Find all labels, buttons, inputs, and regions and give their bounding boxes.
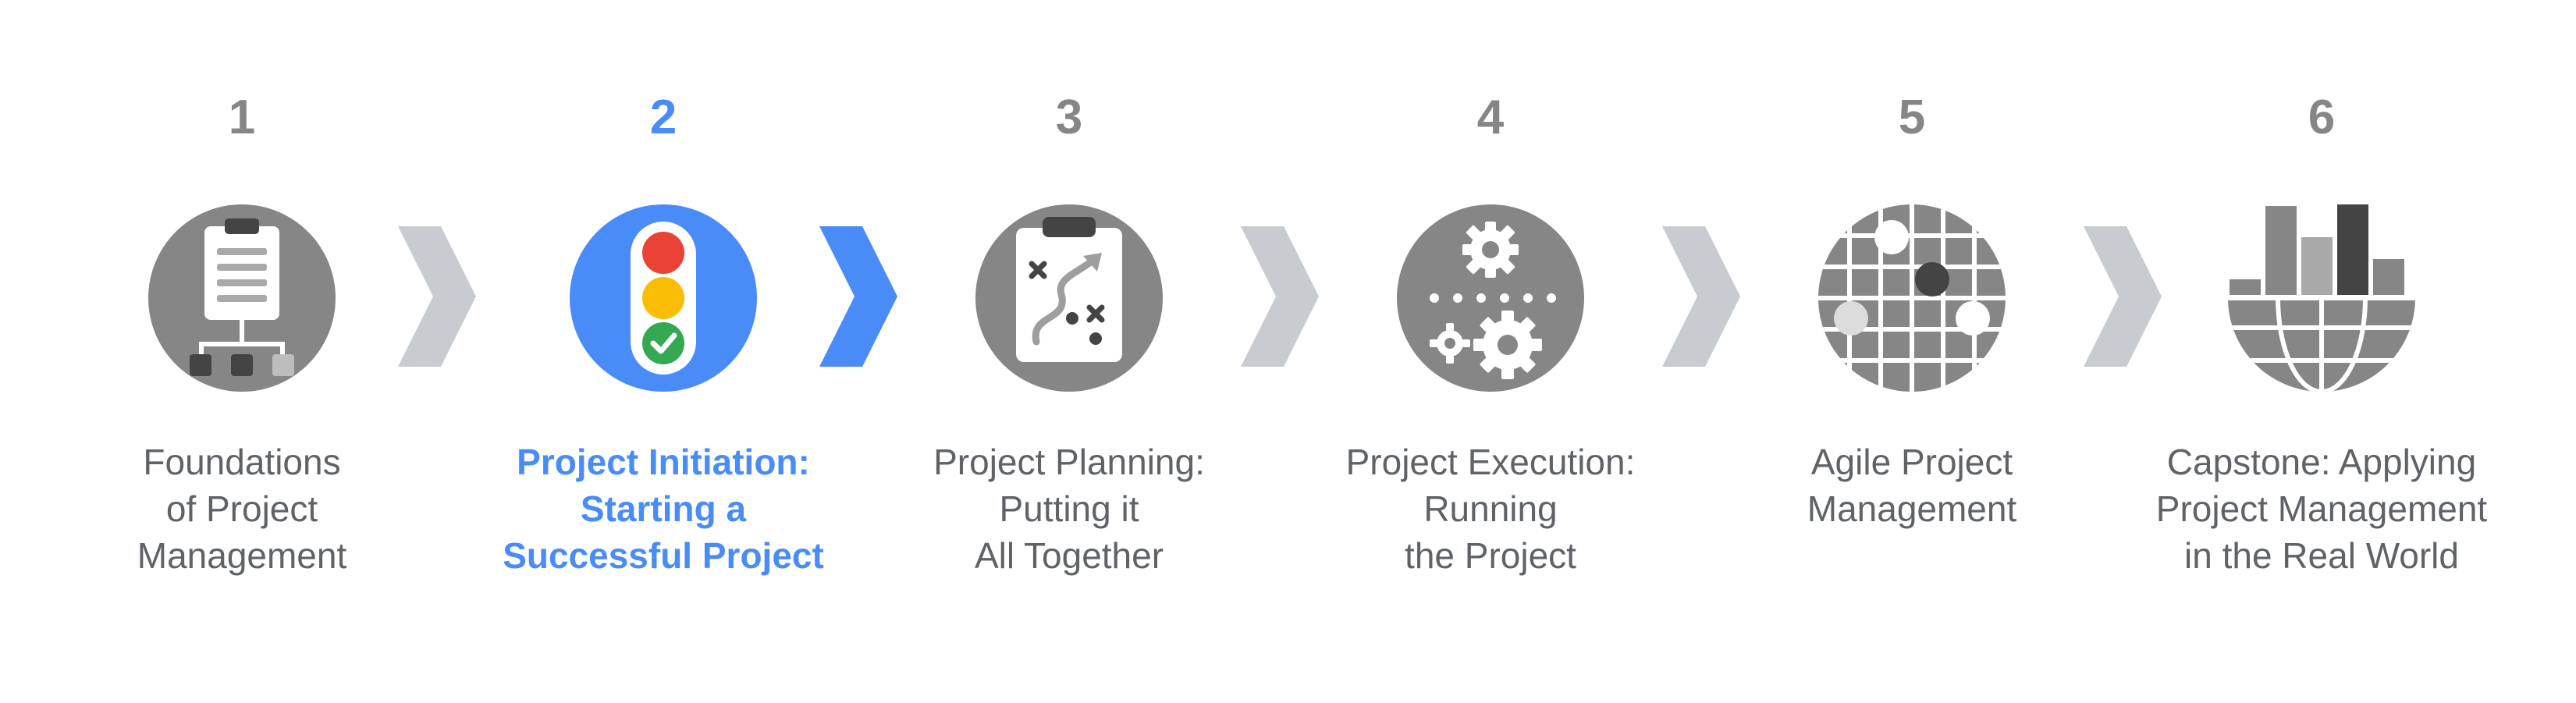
chevron-right-icon	[398, 226, 476, 367]
gears-icon	[1397, 204, 1584, 392]
step-label-line: Successful Project	[503, 535, 824, 576]
step-label-line: Foundations	[143, 442, 341, 482]
chevron-right-icon	[2084, 226, 2162, 367]
strategy-clipboard-icon	[975, 204, 1163, 392]
step-label-line: Management	[1807, 488, 2017, 529]
step-number: 3	[1055, 91, 1083, 144]
step-label-line: Putting it	[999, 488, 1139, 529]
globe-bar-chart-icon	[2228, 204, 2415, 392]
step-number: 1	[228, 91, 256, 144]
step-5[interactable]: 5 Agile Project	[1709, 0, 2115, 703]
step-label: Project Initiation: Starting a Successfu…	[460, 438, 866, 579]
step-label-line: Management	[137, 535, 347, 576]
step-6[interactable]: 6 Capstone: Applying Project Manageme	[2119, 0, 2524, 703]
step-number: 6	[2308, 91, 2336, 144]
step-4[interactable]: 4	[1288, 0, 1693, 703]
step-label-line: Starting a	[580, 488, 747, 529]
step-label-line: Project Management	[2155, 488, 2488, 529]
grid-network-icon	[1818, 204, 2006, 392]
step-label-line: Capstone: Applying	[2166, 442, 2477, 482]
chevron-right-icon	[1662, 226, 1740, 367]
step-3[interactable]: 3 Project Planning: Putting it All Toget…	[866, 0, 1272, 703]
chevron-right-icon	[819, 226, 897, 367]
step-label-line: of Project	[165, 488, 318, 529]
step-number: 4	[1476, 91, 1505, 144]
step-label: Project Execution: Running the Project	[1288, 438, 1693, 579]
step-label-line: in the Real World	[2184, 535, 2459, 576]
step-2[interactable]: 2 Project Initiation: Starting a Success…	[460, 0, 866, 703]
step-label-line: All Together	[974, 535, 1164, 576]
step-label-line: the Project	[1405, 535, 1576, 576]
step-number: 5	[1898, 91, 1926, 144]
step-label-line: Running	[1423, 488, 1558, 529]
org-chart-clipboard-icon	[148, 204, 336, 392]
step-number: 2	[649, 91, 677, 144]
step-label-line: Project Planning:	[933, 442, 1205, 482]
step-label: Agile Project Management	[1709, 438, 2115, 532]
step-label-line: Project Execution:	[1345, 442, 1636, 482]
step-1[interactable]: 1 Foundations of Project Management	[39, 0, 445, 703]
chevron-right-icon	[1241, 226, 1319, 367]
step-label: Foundations of Project Management	[39, 438, 445, 579]
step-label-line: Project Initiation:	[517, 442, 810, 482]
step-label-line: Agile Project	[1810, 442, 2013, 482]
step-label: Capstone: Applying Project Management in…	[2119, 438, 2524, 579]
traffic-light-icon	[570, 204, 757, 392]
step-label: Project Planning: Putting it All Togethe…	[866, 438, 1272, 579]
